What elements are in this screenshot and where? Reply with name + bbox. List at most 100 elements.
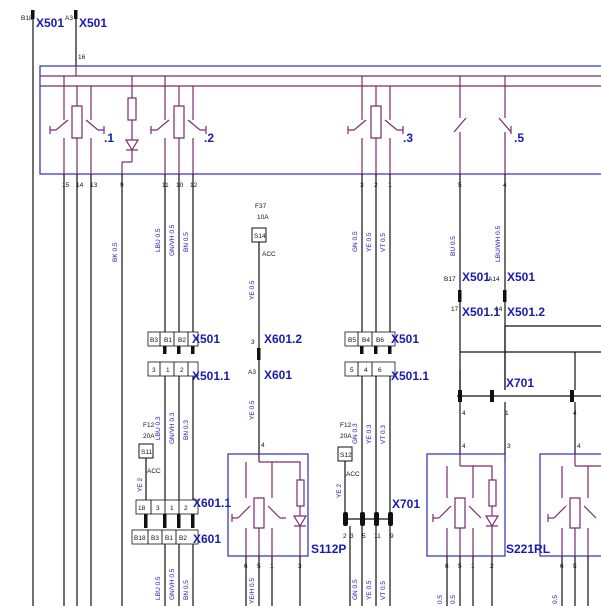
svg-text:ACC: ACC bbox=[262, 251, 276, 258]
svg-text:LBU 0.3: LBU 0.3 bbox=[155, 416, 162, 440]
svg-text:F12: F12 bbox=[340, 422, 352, 429]
connector-pin-top-b bbox=[74, 10, 78, 19]
top-feed: B18 X501 A3 X501 16 bbox=[21, 10, 107, 606]
svg-text:1: 1 bbox=[170, 505, 174, 512]
svg-text:A14: A14 bbox=[488, 276, 500, 283]
svg-text:GN 0.5: GN 0.5 bbox=[352, 231, 359, 252]
connector-x501-right-b: X501 bbox=[507, 270, 535, 284]
svg-text:12: 12 bbox=[190, 182, 198, 189]
svg-text:3: 3 bbox=[156, 505, 160, 512]
svg-text:2: 2 bbox=[180, 367, 184, 374]
switch-2: .2 bbox=[150, 76, 214, 174]
svg-text:17: 17 bbox=[451, 306, 459, 313]
connector-pin-top-a bbox=[31, 10, 35, 19]
switch-label-5: .5 bbox=[514, 131, 524, 145]
relay-module-box bbox=[39, 65, 601, 175]
connector-x501-right-a: X501 bbox=[462, 270, 490, 284]
svg-text:3: 3 bbox=[507, 443, 511, 450]
svg-text:13: 13 bbox=[90, 182, 98, 189]
connector-block-x501-mid bbox=[344, 331, 396, 347]
svg-text:B2: B2 bbox=[179, 535, 187, 542]
switch-3: .3 bbox=[347, 76, 413, 174]
svg-text:YE 0.5: YE 0.5 bbox=[249, 280, 256, 300]
svg-text:B2: B2 bbox=[178, 337, 186, 344]
svg-text:S12: S12 bbox=[340, 452, 352, 459]
svg-text:3: 3 bbox=[350, 533, 354, 540]
svg-text:YE 2: YE 2 bbox=[336, 484, 343, 498]
connector-x601-low: X601 bbox=[193, 532, 221, 546]
svg-text:F12: F12 bbox=[143, 422, 155, 429]
connector-x501-1-right: X501.1 bbox=[462, 305, 500, 319]
svg-text:2: 2 bbox=[184, 505, 188, 512]
connector-x601-1-low: X601.1 bbox=[193, 496, 231, 510]
svg-text:B6: B6 bbox=[376, 337, 384, 344]
relay-pin-numbers: 15 14 13 9 11 10 12 3 2 1 5 4 bbox=[62, 182, 507, 189]
component-label-s221rl: S221RL bbox=[506, 542, 550, 556]
connector-block-x501-left bbox=[147, 331, 199, 347]
svg-text:F37: F37 bbox=[255, 203, 267, 210]
svg-text:6: 6 bbox=[378, 367, 382, 374]
svg-text:10: 10 bbox=[176, 182, 184, 189]
connector-block-x501-1-mid bbox=[344, 361, 396, 377]
svg-text:VT 0.3: VT 0.3 bbox=[380, 425, 387, 444]
svg-text:YE 0.5: YE 0.5 bbox=[249, 400, 256, 420]
left-wire-bundle: BK 0.5 bbox=[63, 174, 123, 606]
diode-branch bbox=[121, 76, 140, 174]
wire-group-3: GN 0.5 YE 0.5 VT 0.5 B5 B4 B6 X501 5 4 6… bbox=[336, 174, 429, 606]
svg-text:18: 18 bbox=[138, 505, 146, 512]
connector-x501-left: X501 bbox=[192, 332, 220, 346]
svg-text:ACC: ACC bbox=[147, 468, 161, 475]
svg-text:15: 15 bbox=[62, 182, 70, 189]
svg-text:B4: B4 bbox=[362, 337, 370, 344]
wire-group-5: BU 0.5 LBU/WH 0.5 B17 X501 A14 X501 17 X… bbox=[444, 174, 601, 454]
svg-text:B3: B3 bbox=[150, 337, 158, 344]
svg-text:B18: B18 bbox=[134, 535, 146, 542]
svg-text:LBU 0.5: LBU 0.5 bbox=[155, 228, 162, 252]
svg-text:2: 2 bbox=[343, 533, 347, 540]
switch-label-2: .2 bbox=[204, 131, 214, 145]
connector-x601: X601 bbox=[264, 368, 292, 382]
svg-text:4: 4 bbox=[462, 410, 466, 417]
svg-text:1: 1 bbox=[166, 367, 170, 374]
svg-text:B3: B3 bbox=[151, 535, 159, 542]
svg-text:10A: 10A bbox=[257, 214, 269, 221]
wire-group-2: LBU 0.5 GN/VH 0.5 BN 0.5 B3 B1 B2 X501 3… bbox=[131, 174, 231, 606]
svg-text:VT 0.5: VT 0.5 bbox=[380, 581, 387, 600]
svg-text:B5: B5 bbox=[348, 337, 356, 344]
svg-text:14: 14 bbox=[495, 306, 503, 313]
s112p-branch: F37 10A S14 ACC YE 0.5 3 X601.2 A3 X601 … bbox=[227, 203, 346, 606]
svg-text:LBU/WH 0.5: LBU/WH 0.5 bbox=[495, 225, 502, 262]
relay-module: .1 .2 bbox=[39, 65, 601, 189]
svg-text:GN/VH 0.5: GN/VH 0.5 bbox=[169, 568, 176, 600]
svg-text:5: 5 bbox=[350, 367, 354, 374]
component-s221rl-group: S221RL 6 5 1 2 0.5 0.5 bbox=[426, 453, 550, 606]
svg-text:YE 2: YE 2 bbox=[137, 478, 144, 492]
svg-text:BU 0.5: BU 0.5 bbox=[450, 236, 457, 256]
switch-1: .1 bbox=[49, 76, 114, 174]
svg-text:4: 4 bbox=[261, 442, 265, 449]
svg-text:B17: B17 bbox=[444, 276, 456, 283]
connector-x501-top-b: X501 bbox=[79, 16, 107, 30]
connector-x701-right: X701 bbox=[506, 376, 534, 390]
connector-x501-mid: X501 bbox=[391, 332, 419, 346]
connector-x501-2-right: X501.2 bbox=[507, 305, 545, 319]
svg-text:BN 0.5: BN 0.5 bbox=[183, 232, 190, 252]
switch-5: .5 bbox=[453, 76, 524, 174]
svg-text:YE 0.3: YE 0.3 bbox=[366, 424, 373, 444]
svg-text:14: 14 bbox=[76, 182, 84, 189]
svg-text:4: 4 bbox=[364, 367, 368, 374]
component-s112p bbox=[227, 453, 309, 557]
svg-text:5: 5 bbox=[362, 533, 366, 540]
connector-x701-mid: X701 bbox=[392, 497, 420, 511]
svg-text:GN 0.5: GN 0.5 bbox=[352, 579, 359, 600]
connector-x501-1-mid: X501.1 bbox=[391, 369, 429, 383]
svg-text:1: 1 bbox=[505, 410, 509, 417]
connector-x501-1-left: X501.1 bbox=[192, 369, 230, 383]
svg-text:YE/H 0.5: YE/H 0.5 bbox=[249, 578, 256, 604]
component-label-s112p: S112P bbox=[311, 542, 346, 556]
svg-text:3: 3 bbox=[251, 339, 255, 346]
svg-text:GN/VH 0.5: GN/VH 0.5 bbox=[169, 224, 176, 256]
svg-text:0.5: 0.5 bbox=[437, 595, 444, 604]
connector-x601-2: X601.2 bbox=[264, 332, 302, 346]
svg-text:GN/VH 0.3: GN/VH 0.3 bbox=[169, 412, 176, 444]
